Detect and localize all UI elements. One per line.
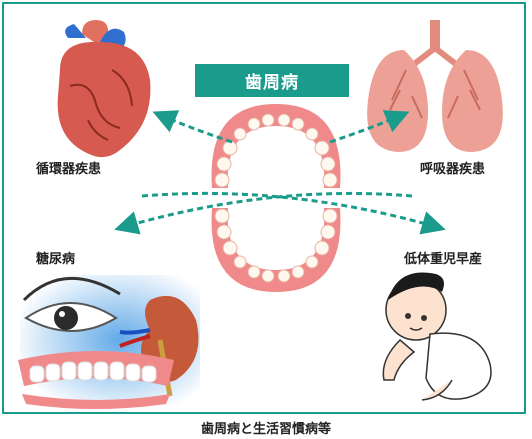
caption: 歯周病と生活習慣病等 bbox=[0, 418, 532, 437]
diabetes-illustration bbox=[18, 275, 200, 409]
baby-illustration bbox=[383, 272, 491, 400]
arrow-to-low-birth-weight bbox=[142, 193, 440, 228]
label-cardio: 循環器疾患 bbox=[36, 158, 101, 177]
lungs-illustration bbox=[367, 20, 503, 152]
heart-illustration bbox=[58, 20, 151, 157]
label-low-birth-weight: 低体重児早産 bbox=[404, 248, 482, 267]
arrow-to-diabetes bbox=[120, 193, 412, 228]
label-diabetes: 糖尿病 bbox=[36, 248, 75, 267]
title-badge: 歯周病 bbox=[195, 64, 349, 97]
label-respiratory: 呼吸器疾患 bbox=[420, 158, 485, 177]
arrow-to-cardio bbox=[158, 114, 232, 142]
